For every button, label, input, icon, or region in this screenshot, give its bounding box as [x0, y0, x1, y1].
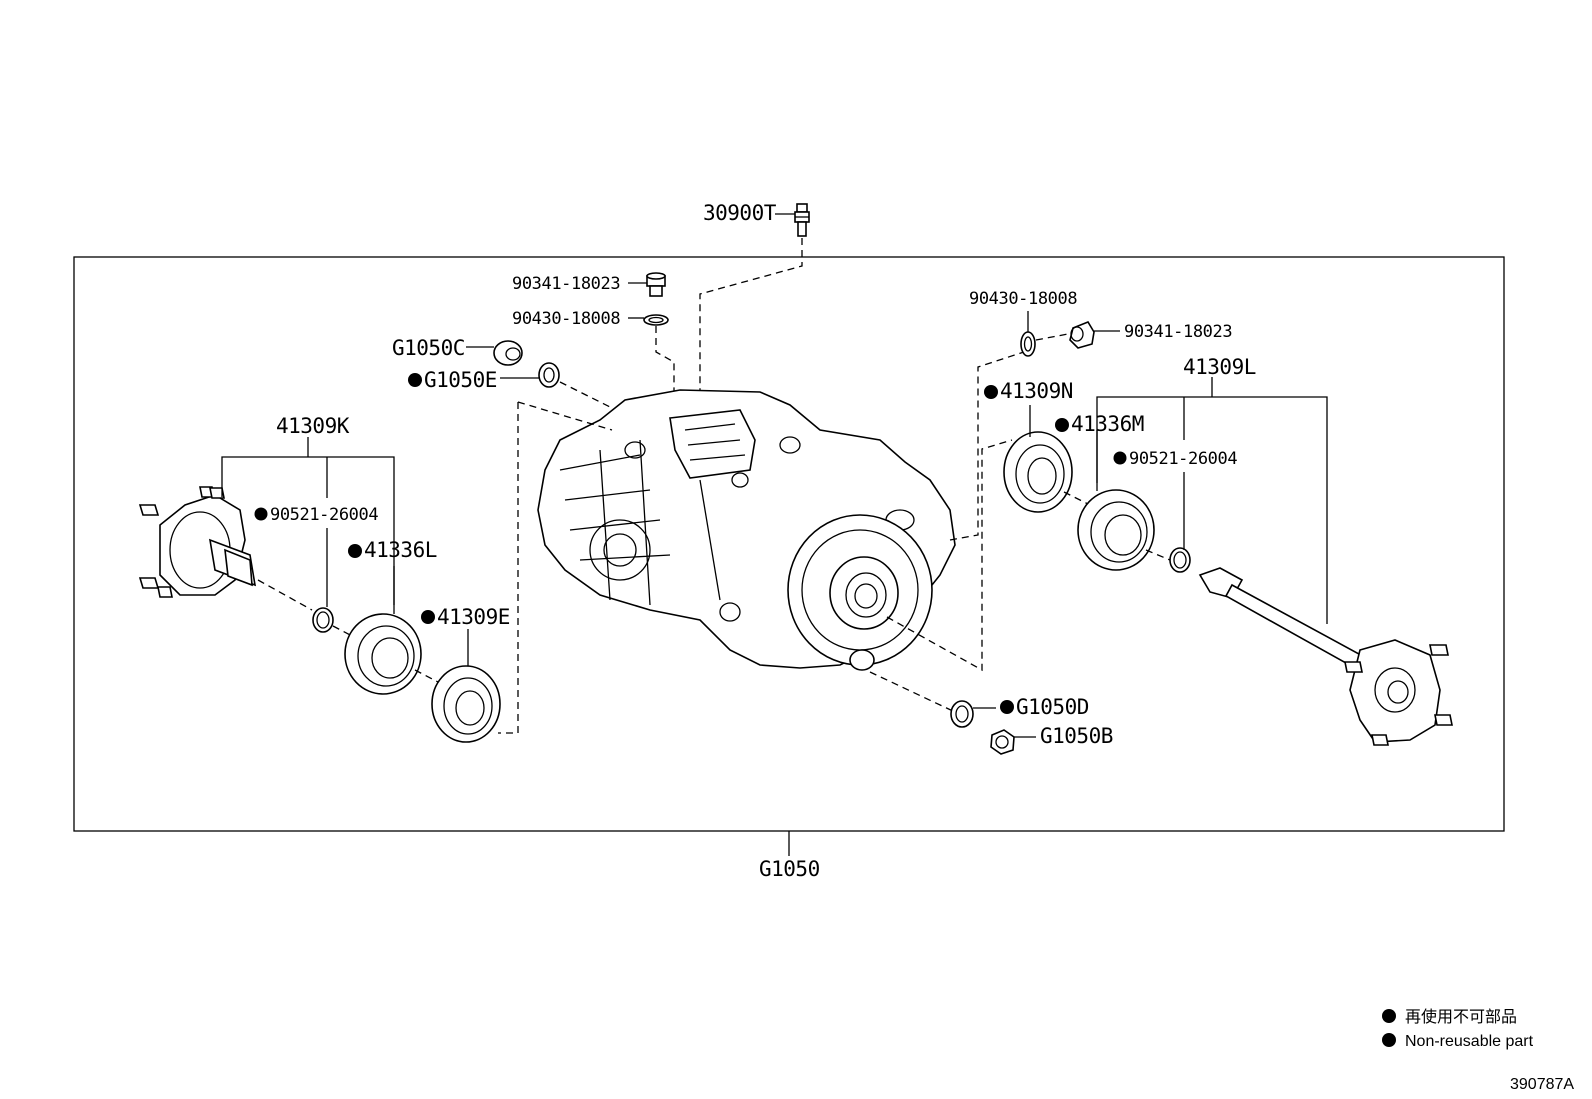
- nonreusable-marker-41336l: [348, 544, 362, 558]
- label-30900t[interactable]: 30900T: [703, 201, 777, 225]
- diagram-reference-number: 390787A: [1510, 1076, 1574, 1093]
- left-snap-ring-part[interactable]: [312, 607, 334, 633]
- breather-plug-part[interactable]: [794, 203, 810, 237]
- label-41309n[interactable]: 41309N: [1000, 379, 1073, 403]
- legend-dot-en: [1382, 1033, 1396, 1047]
- legend-dot-jp: [1382, 1009, 1396, 1023]
- top-drain-plug-part[interactable]: [646, 272, 666, 297]
- right-snap-ring-part[interactable]: [1169, 547, 1191, 573]
- top-gasket-part[interactable]: [643, 314, 669, 326]
- label-41309e[interactable]: 41309E: [437, 605, 510, 629]
- nonreusable-marker-g1050d: [1000, 700, 1014, 714]
- label-g1050d[interactable]: G1050D: [1016, 695, 1089, 719]
- differential-housing-part[interactable]: [537, 389, 956, 671]
- label-g1050e[interactable]: G1050E: [424, 368, 497, 392]
- label-90521-26004-right[interactable]: 90521-26004: [1129, 449, 1238, 469]
- label-41309k[interactable]: 41309K: [276, 414, 350, 438]
- left-output-flange-part[interactable]: [138, 486, 257, 598]
- label-90341-18023-right[interactable]: 90341-18023: [1124, 322, 1233, 342]
- g1050e-gasket-part[interactable]: [538, 362, 560, 388]
- label-90521-26004-left[interactable]: 90521-26004: [270, 505, 379, 525]
- label-g1050b[interactable]: G1050B: [1040, 724, 1113, 748]
- label-90341-18023-top[interactable]: 90341-18023: [512, 274, 621, 294]
- left-bearing-part[interactable]: [431, 665, 501, 743]
- right-output-shaft-part[interactable]: [1198, 567, 1453, 746]
- legend-text-en: Non-reusable part: [1405, 1033, 1534, 1050]
- label-41336m[interactable]: 41336M: [1071, 412, 1144, 436]
- g1050d-gasket-part[interactable]: [950, 700, 974, 728]
- label-g1050c[interactable]: G1050C: [392, 336, 465, 360]
- nonreusable-marker-41336m: [1055, 418, 1069, 432]
- g1050c-plug-part[interactable]: [493, 340, 523, 366]
- nonreusable-marker-90521-left: [254, 507, 268, 521]
- legend-text-jp: 再使用不可部品: [1405, 1008, 1517, 1026]
- nonreusable-marker-41309e: [421, 610, 435, 624]
- right-gasket-part[interactable]: [1020, 331, 1036, 357]
- nonreusable-marker-g1050e: [408, 373, 422, 387]
- label-41336l[interactable]: 41336L: [364, 538, 437, 562]
- right-oil-seal-part[interactable]: [1077, 489, 1155, 571]
- label-90430-18008-right[interactable]: 90430-18008: [969, 289, 1078, 309]
- nonreusable-marker-41309n: [984, 385, 998, 399]
- right-drain-plug-part[interactable]: [1069, 321, 1095, 349]
- label-90430-18008-top[interactable]: 90430-18008: [512, 309, 621, 329]
- g1050b-plug-part[interactable]: [990, 729, 1015, 755]
- nonreusable-marker-90521-right: [1113, 451, 1127, 465]
- label-41309l[interactable]: 41309L: [1183, 355, 1256, 379]
- label-g1050[interactable]: G1050: [759, 857, 820, 881]
- right-bearing-part[interactable]: [1003, 431, 1073, 513]
- left-oil-seal-part[interactable]: [344, 613, 422, 695]
